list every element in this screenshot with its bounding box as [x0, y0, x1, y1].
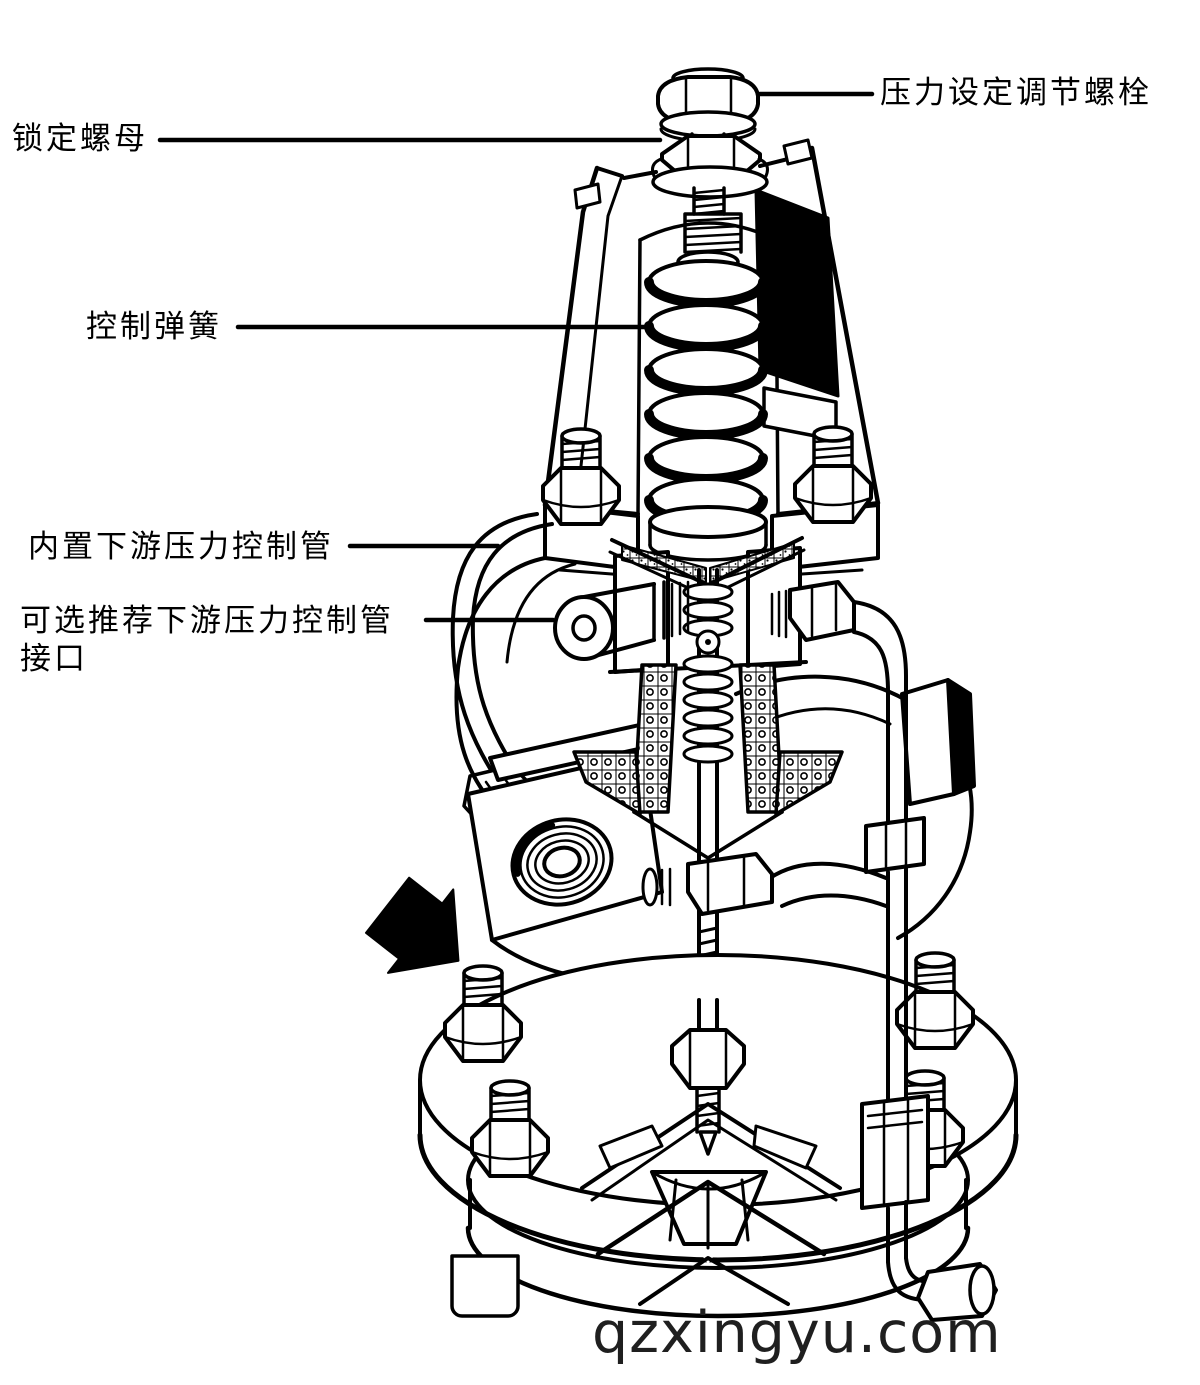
lock-nut [651, 134, 769, 199]
inlet-port [466, 722, 664, 982]
optional-port-fitting [553, 580, 690, 661]
adjustment-bolt [656, 67, 760, 148]
leader-lines [157, 91, 875, 623]
label-internal-pipe: 内置下游压力控制管 [28, 529, 334, 564]
external-control-pipe [852, 600, 998, 1322]
strainer-screen [572, 663, 844, 860]
label-control-spring: 控制弹簧 [86, 309, 222, 344]
main-valve-cone [580, 998, 842, 1306]
label-adjustment-bolt: 压力设定调节螺栓 [880, 75, 1152, 110]
control-spring [644, 250, 768, 562]
spring-housing [542, 138, 881, 516]
label-lock-nut: 锁定螺母 [12, 121, 148, 156]
flow-direction-arrow [364, 876, 460, 974]
label-optional-port: 可选推荐下游压力控制管 接口 [20, 602, 394, 678]
tee-fitting [641, 852, 888, 916]
valve-body [454, 556, 976, 982]
pilot-valve-body [553, 536, 888, 1042]
nameplate [754, 188, 840, 442]
label-optional-port-line2: 接口 [20, 641, 88, 676]
pipe-fitting-right [770, 580, 856, 642]
label-optional-port-line1: 可选推荐下游压力控制管 [20, 603, 394, 638]
watermark: qzxingyu.com [592, 1300, 1002, 1366]
